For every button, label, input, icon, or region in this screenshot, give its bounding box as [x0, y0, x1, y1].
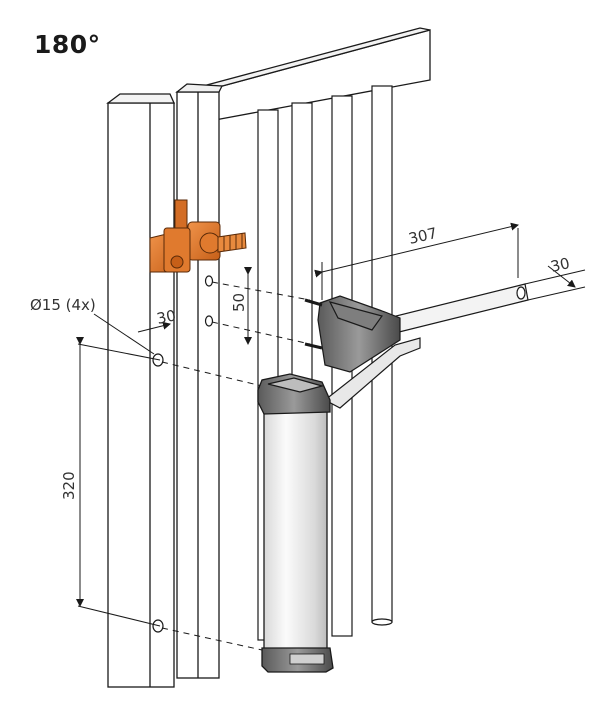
- projection-lines: [161, 281, 311, 651]
- hole-spacing-label: 50: [230, 293, 248, 312]
- hole-diameter-label: Ø15 (4x): [30, 296, 96, 314]
- dimension-vertical-spacing: [76, 337, 161, 627]
- gate-top-rail: [202, 27, 431, 121]
- dimension-arm-length: [314, 222, 519, 300]
- operator-cylinder: [257, 373, 334, 673]
- arm-offset-label: 30: [549, 254, 572, 276]
- gate-post: [175, 83, 224, 679]
- dimension-arm-offset: [524, 265, 586, 301]
- angle-title: 180°: [34, 30, 101, 59]
- hinge: [149, 199, 247, 273]
- vertical-spacing-label: 320: [60, 471, 78, 500]
- fence-post: [106, 93, 176, 688]
- dimension-post-offset: [137, 321, 171, 358]
- arm-length-label: 307: [407, 224, 439, 248]
- post-offset-label: 30: [155, 306, 177, 328]
- mounting-bracket: [304, 295, 401, 373]
- gate-post-holes: [204, 275, 214, 327]
- hole-diameter-leader: [93, 313, 155, 355]
